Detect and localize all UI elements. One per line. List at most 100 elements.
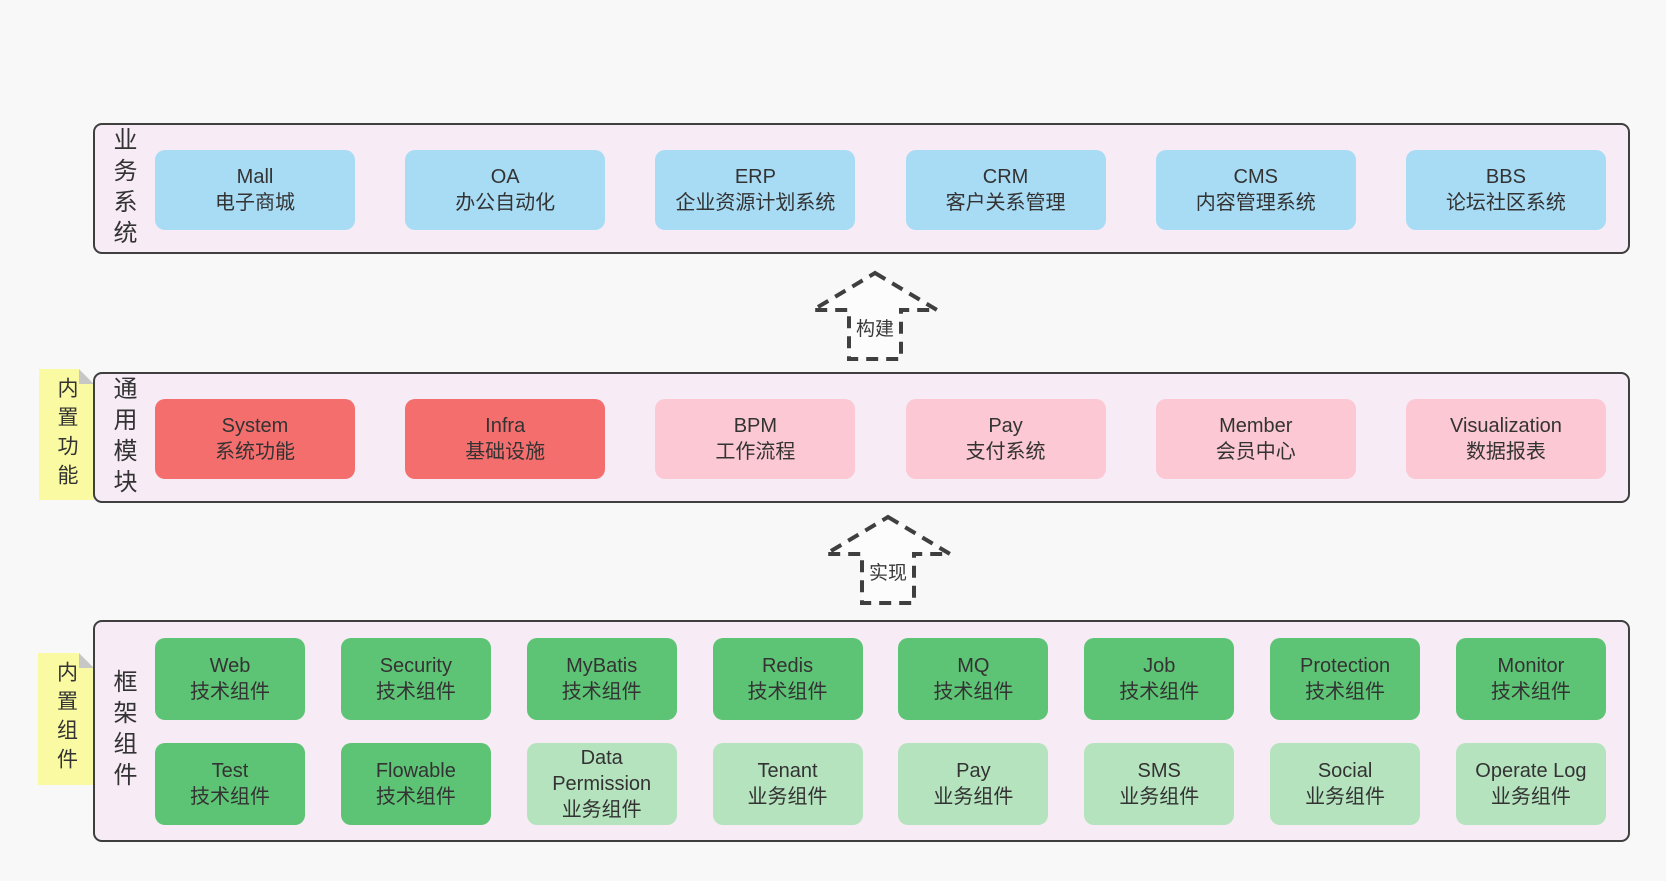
box-visualization: Visualization 数据报表	[1405, 399, 1606, 479]
box-title: ERP	[734, 166, 776, 188]
box-tenant: Tenant 业务组件	[712, 743, 863, 825]
box-title: System	[221, 415, 289, 437]
box-title: Operate Log	[1475, 760, 1587, 782]
folded-corner-icon	[79, 369, 94, 384]
box-title: Web	[209, 655, 251, 677]
box-test: Test 技术组件	[155, 743, 305, 825]
box-title: Social	[1317, 760, 1373, 782]
box-subtitle: 论坛社区系统	[1445, 192, 1566, 214]
box-web: Web 技术组件	[155, 638, 305, 720]
box-subtitle: 业务组件	[1119, 786, 1200, 808]
box-title: MQ	[957, 655, 990, 677]
box-subtitle: 电子商城	[215, 192, 295, 214]
box-subtitle: 技术组件	[561, 681, 642, 703]
box-member: Member 会员中心	[1155, 399, 1356, 479]
box-subtitle: 技术组件	[1119, 681, 1200, 703]
box-subtitle: 技术组件	[375, 786, 456, 808]
box-subtitle: 技术组件	[375, 681, 456, 703]
box-monitor: Monitor 技术组件	[1455, 638, 1606, 720]
framework-components-row-2: Test 技术组件 Flowable 技术组件 Data Permission …	[155, 743, 1606, 825]
box-infra: Infra 基础设施	[405, 399, 606, 479]
box-data-permission: Data Permission 业务组件	[526, 743, 677, 825]
box-subtitle: 技术组件	[933, 681, 1014, 703]
box-title: Visualization	[1449, 415, 1562, 437]
panel-framework-components: 框架组件 Web 技术组件 Security 技术组件 MyBatis 技术组件…	[93, 620, 1630, 842]
box-cms: CMS 内容管理系统	[1155, 150, 1356, 230]
box-job: Job 技术组件	[1084, 638, 1235, 720]
box-title: BPM	[733, 415, 778, 437]
box-bbs: BBS 论坛社区系统	[1405, 150, 1606, 230]
box-security: Security 技术组件	[340, 638, 491, 720]
business-systems-row: Mall 电子商城 OA 办公自动化 ERP 企业资源计划系统 CRM 客户关系…	[155, 150, 1606, 230]
box-subtitle: 支付系统	[965, 441, 1046, 463]
box-subtitle: 企业资源计划系统	[675, 192, 836, 214]
box-title: Tenant	[757, 760, 818, 782]
box-title: Protection	[1300, 655, 1391, 677]
box-flowable: Flowable 技术组件	[340, 743, 491, 825]
layer-label-framework-components: 框架组件	[109, 669, 136, 793]
box-bpm: BPM 工作流程	[655, 399, 856, 479]
sticky-note-text: 内置功能	[55, 376, 78, 493]
framework-components-row-1: Web 技术组件 Security 技术组件 MyBatis 技术组件 Redi…	[155, 638, 1606, 720]
box-title: CMS	[1233, 166, 1278, 188]
box-title: Infra	[485, 415, 526, 437]
up-arrow-icon	[810, 270, 940, 361]
box-subtitle: 技术组件	[190, 786, 270, 808]
box-title: Redis	[761, 655, 814, 677]
box-subtitle: 业务组件	[1490, 786, 1571, 808]
box-subtitle: 基础设施	[465, 441, 546, 463]
box-title: Data Permission	[552, 747, 652, 795]
box-mall: Mall 电子商城	[155, 150, 355, 230]
box-subtitle: 办公自动化	[455, 192, 556, 214]
box-title: CRM	[982, 166, 1029, 188]
arrow-build-label: 构建	[855, 319, 894, 340]
box-subtitle: 业务组件	[561, 799, 642, 821]
box-sms: SMS 业务组件	[1084, 743, 1235, 825]
box-title: OA	[490, 166, 520, 188]
box-subtitle: 系统功能	[215, 441, 295, 463]
box-subtitle: 业务组件	[747, 786, 828, 808]
box-oa: OA 办公自动化	[405, 150, 606, 230]
box-title: Pay	[988, 415, 1023, 437]
box-title: Mall	[236, 166, 274, 188]
box-title: Pay	[956, 760, 991, 782]
box-title: Test	[211, 760, 249, 782]
common-modules-row: System 系统功能 Infra 基础设施 BPM 工作流程 Pay 支付系统…	[155, 399, 1606, 479]
arrow-build: 构建	[810, 270, 940, 362]
box-title: Monitor	[1497, 655, 1565, 677]
box-system: System 系统功能	[155, 399, 355, 479]
box-subtitle: 技术组件	[1305, 681, 1386, 703]
sticky-note-builtin-features: 内置功能	[39, 369, 94, 500]
box-subtitle: 内容管理系统	[1195, 192, 1316, 214]
box-operate-log: Operate Log 业务组件	[1455, 743, 1606, 825]
box-subtitle: 业务组件	[1305, 786, 1386, 808]
folded-corner-icon	[79, 653, 94, 668]
box-title: Member	[1219, 415, 1293, 437]
panel-business-systems: 业务系统 Mall 电子商城 OA 办公自动化 ERP 企业资源计划系统 CRM…	[93, 123, 1630, 254]
box-subtitle: 会员中心	[1215, 441, 1296, 463]
box-subtitle: 技术组件	[1490, 681, 1571, 703]
box-mq: MQ 技术组件	[898, 638, 1049, 720]
layer-label-common-modules: 通用模块	[109, 375, 136, 500]
box-title: Security	[379, 655, 452, 677]
arrow-implement-label: 实现	[868, 563, 907, 584]
box-mybatis: MyBatis 技术组件	[526, 638, 677, 720]
box-subtitle: 数据报表	[1465, 441, 1546, 463]
box-title: MyBatis	[566, 655, 638, 677]
sticky-note-builtin-components: 内置组件	[38, 653, 94, 785]
panel-common-modules: 通用模块 System 系统功能 Infra 基础设施 BPM 工作流程 Pay…	[93, 372, 1630, 503]
box-social: Social 业务组件	[1270, 743, 1421, 825]
box-redis: Redis 技术组件	[712, 638, 863, 720]
sticky-note-text: 内置组件	[54, 661, 78, 777]
box-title: Job	[1143, 655, 1176, 677]
box-subtitle: 技术组件	[190, 681, 270, 703]
box-pay-component: Pay 业务组件	[898, 743, 1049, 825]
box-subtitle: 技术组件	[747, 681, 828, 703]
box-title: Flowable	[375, 760, 456, 782]
box-pay-system: Pay 支付系统	[905, 399, 1106, 479]
box-crm: CRM 客户关系管理	[905, 150, 1106, 230]
box-subtitle: 业务组件	[933, 786, 1014, 808]
box-title: SMS	[1137, 760, 1181, 782]
box-protection: Protection 技术组件	[1270, 638, 1421, 720]
